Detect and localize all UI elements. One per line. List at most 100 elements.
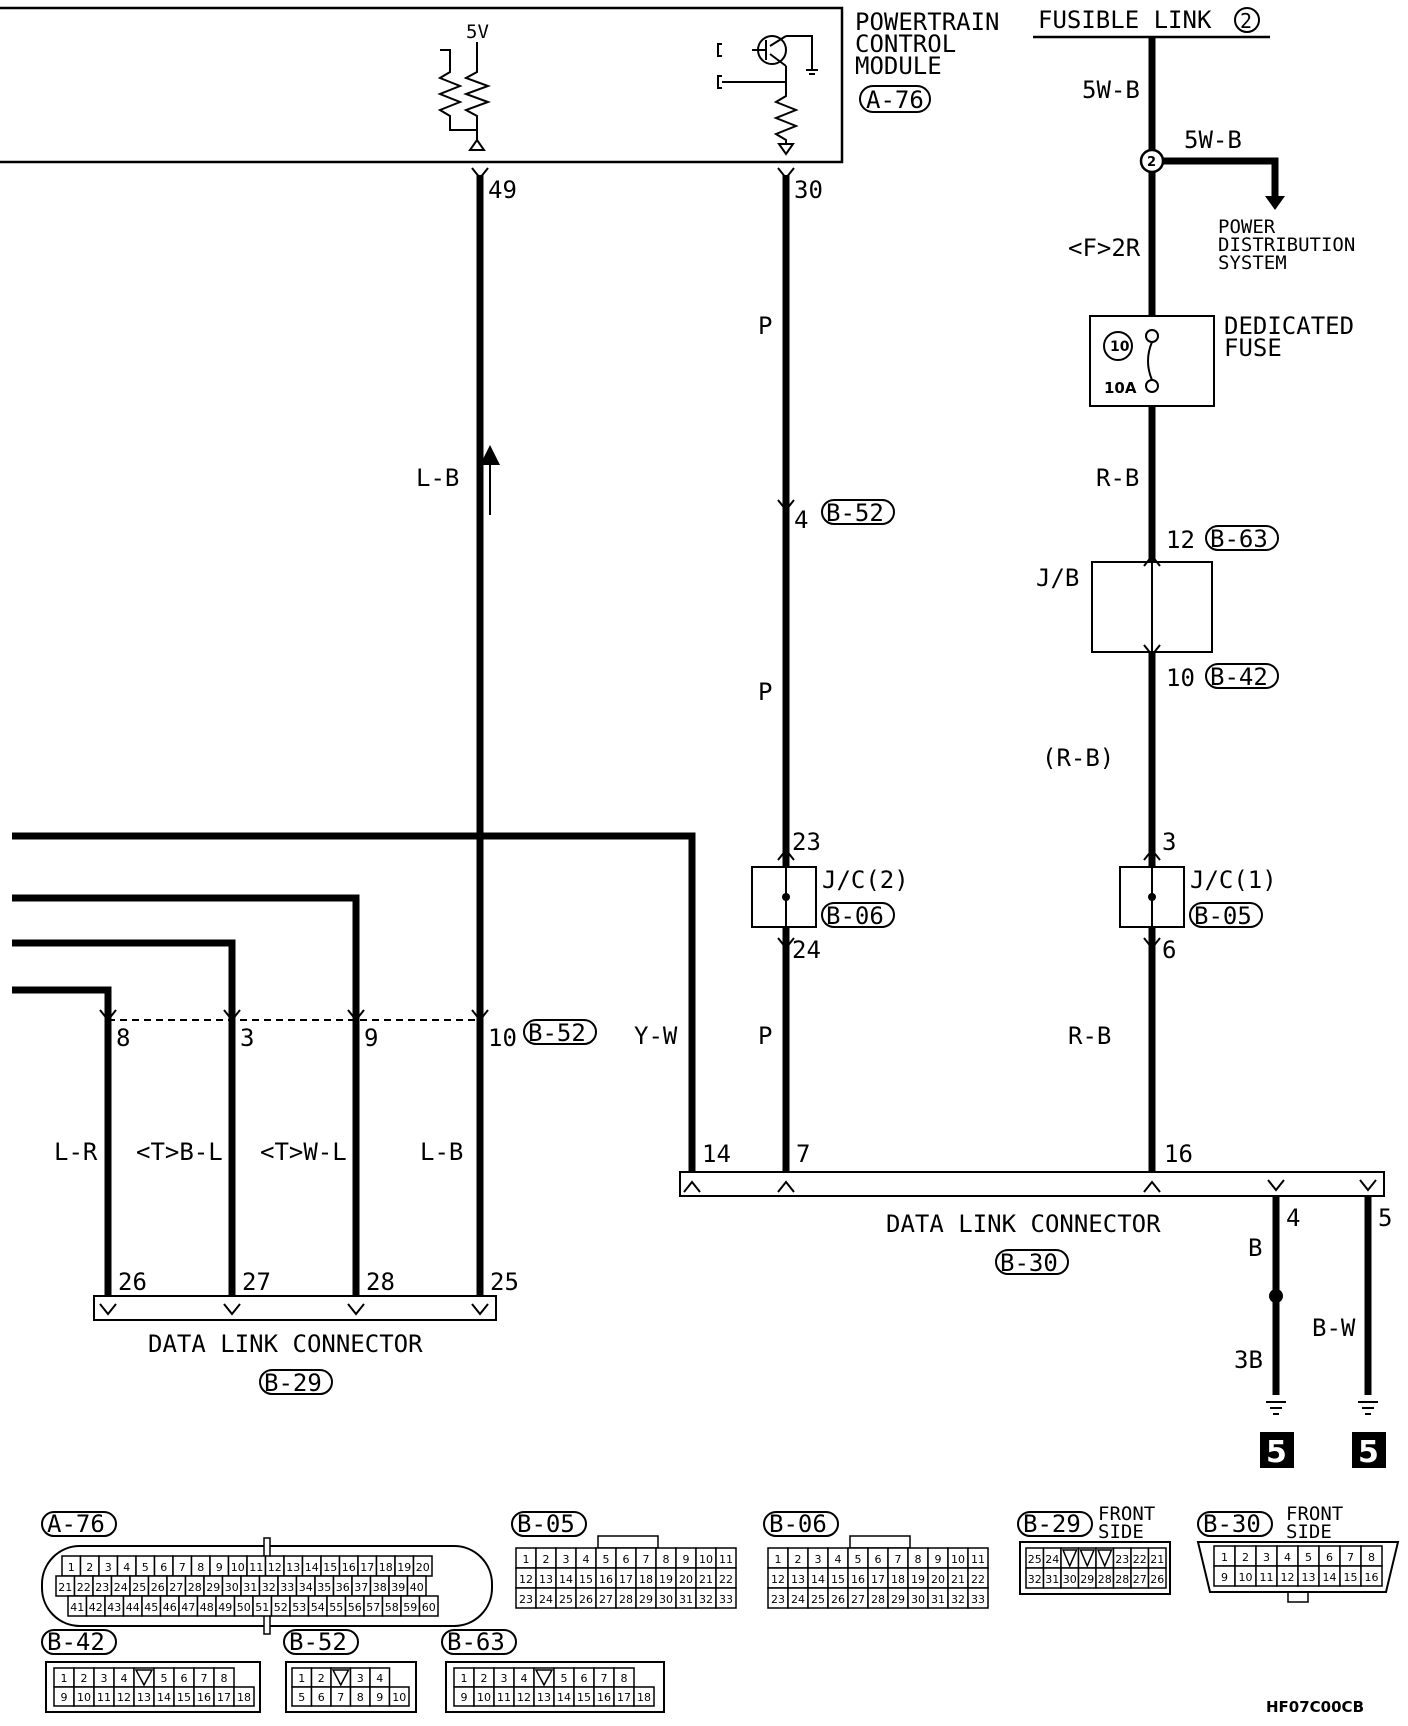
b30-pin-label: 16: [1365, 1571, 1379, 1584]
dlc29-label: DATA LINK CONNECTOR: [148, 1330, 423, 1358]
b05-pin-label: 31: [679, 1593, 693, 1606]
junction-block: J/B 12 B-63 10 B-42: [1036, 525, 1279, 692]
b30-pin-label: 11: [1260, 1571, 1274, 1584]
b30-pin-label: 4: [1284, 1551, 1291, 1564]
wire-b: B: [1248, 1234, 1262, 1262]
b06-pin-label: 31: [931, 1593, 945, 1606]
b06-pin-label: 15: [831, 1573, 845, 1586]
a76-pin-label: 55: [329, 1601, 343, 1614]
b29-legend-tag: [1017, 1511, 1093, 1537]
wire-twl: <T>W-L: [260, 1138, 347, 1166]
b52-pin-label: 2: [318, 1672, 325, 1685]
b05-pin-label: 9: [683, 1553, 690, 1566]
b06-pin-label: 11: [971, 1553, 985, 1566]
dlc29-pin-28: 28: [366, 1268, 395, 1296]
a76-pin-label: 4: [123, 1561, 130, 1574]
b52-pin-label: 8: [357, 1691, 364, 1704]
a76-pin-label: 13: [286, 1561, 300, 1574]
jc1-pin-out: 6: [1162, 936, 1176, 964]
b06-pin-label: 13: [791, 1573, 805, 1586]
a76-pin-label: 29: [206, 1581, 220, 1594]
b05-pin-label: 2: [543, 1553, 550, 1566]
jb-pin-in: 12: [1166, 526, 1195, 554]
wire-f2r: <F>2R: [1068, 234, 1141, 262]
b42-key-mark: [134, 1669, 154, 1687]
a76-pin-label: 20: [416, 1561, 430, 1574]
b42-pin-label: 18: [237, 1691, 251, 1704]
a76-pin-label: 59: [403, 1601, 417, 1614]
b05-pin-label: 13: [539, 1573, 553, 1586]
a76-pin-label: 43: [107, 1601, 121, 1614]
b63-pin-label: 2: [481, 1672, 488, 1685]
b05-pin-label: 20: [679, 1573, 693, 1586]
a76-pin-label: 49: [218, 1601, 232, 1614]
b05-pin-label: 11: [719, 1553, 733, 1566]
b06-pin-label: 3: [815, 1553, 822, 1566]
b29-pin-label: 23: [1115, 1553, 1129, 1566]
a76-pin-label: 22: [77, 1581, 91, 1594]
b06-pin-label: 12: [771, 1573, 785, 1586]
b05-pin-label: 22: [719, 1573, 733, 1586]
pcm-title-line-1: POWERTRAIN: [855, 8, 1000, 36]
b30-cell: [1360, 1565, 1383, 1587]
b05-pin-label: 19: [659, 1573, 673, 1586]
b30-pin-label: 6: [1326, 1551, 1333, 1564]
b63-pin-label: 4: [521, 1672, 528, 1685]
jc2-pin-out: 24: [792, 936, 821, 964]
b52-legend-tag: [283, 1629, 359, 1655]
b29-pin-label: 29: [1080, 1573, 1094, 1586]
pcm-connector: A-76: [866, 86, 924, 114]
pcm-pin-49: 49: [488, 176, 517, 204]
b30-front-side-2: SIDE: [1286, 1521, 1332, 1543]
b42-pin-label: 6: [181, 1672, 188, 1685]
a76-pin-label: 11: [249, 1561, 263, 1574]
jb-label: J/B: [1036, 564, 1079, 592]
b06-pin-label: 30: [911, 1593, 925, 1606]
b52-pin-3: 3: [240, 1024, 254, 1052]
b05-pin-label: 21: [699, 1573, 713, 1586]
splice-point: [1139, 148, 1165, 174]
wire-labels: 5W-B 5W-B <F>2R R-B (R-B) R-B P P P L-B …: [54, 76, 1356, 1374]
a76-pin-label: 12: [268, 1561, 282, 1574]
dlc29-pin-27: 27: [242, 1268, 271, 1296]
power-dist-line-3: SYSTEM: [1218, 252, 1287, 274]
b63-pin-label: 16: [597, 1691, 611, 1704]
b52-pin-label: 9: [376, 1691, 383, 1704]
a76-pin-label: 10: [231, 1561, 245, 1574]
b06-pin-label: 18: [891, 1573, 905, 1586]
a76-pin-label: 32: [262, 1581, 276, 1594]
b05-pin-label: 29: [639, 1593, 653, 1606]
b06-pin-label: 4: [835, 1553, 842, 1566]
b42-pin-label: 17: [217, 1691, 231, 1704]
b42-pin-label: 14: [157, 1691, 171, 1704]
a76-pin-label: 7: [179, 1561, 186, 1574]
wire-p-3: P: [758, 1022, 772, 1050]
diagram-code: HF07C00CB: [1266, 1698, 1364, 1716]
jc1-pin-in: 3: [1162, 828, 1176, 856]
power-dist-line-1: POWER: [1218, 216, 1276, 238]
b42-pin-label: 3: [101, 1672, 108, 1685]
b06-pin-label: 7: [895, 1553, 902, 1566]
b06-pin-label: 8: [915, 1553, 922, 1566]
b05-legend-tag: [511, 1511, 587, 1537]
dlc-b30: 14 7 16 4 5 DATA LINK CONNECTOR B-30: [679, 1140, 1392, 1277]
wire-5wb-2: 5W-B: [1184, 126, 1242, 154]
b52-pin-label: 10: [392, 1691, 406, 1704]
b63-pin-label: 1: [461, 1672, 468, 1685]
b05-pin-label: 25: [559, 1593, 573, 1606]
splice-number: 2: [1147, 155, 1156, 170]
b42-cell: [233, 1686, 255, 1707]
b42-pin-label: 1: [61, 1672, 68, 1685]
dlc30-pin-7: 7: [796, 1140, 810, 1168]
a76-pin-label: 26: [151, 1581, 165, 1594]
b29-pin-label: 26: [1150, 1573, 1164, 1586]
b06-pin-label: 2: [795, 1553, 802, 1566]
a76-pin-label: 48: [200, 1601, 214, 1614]
a76-pin-label: 25: [132, 1581, 146, 1594]
b52-key-mark: [331, 1669, 350, 1687]
wire-bw: B-W: [1312, 1314, 1356, 1342]
a76-pin-label: 9: [216, 1561, 223, 1574]
b29-pin-label: 28: [1115, 1573, 1129, 1586]
